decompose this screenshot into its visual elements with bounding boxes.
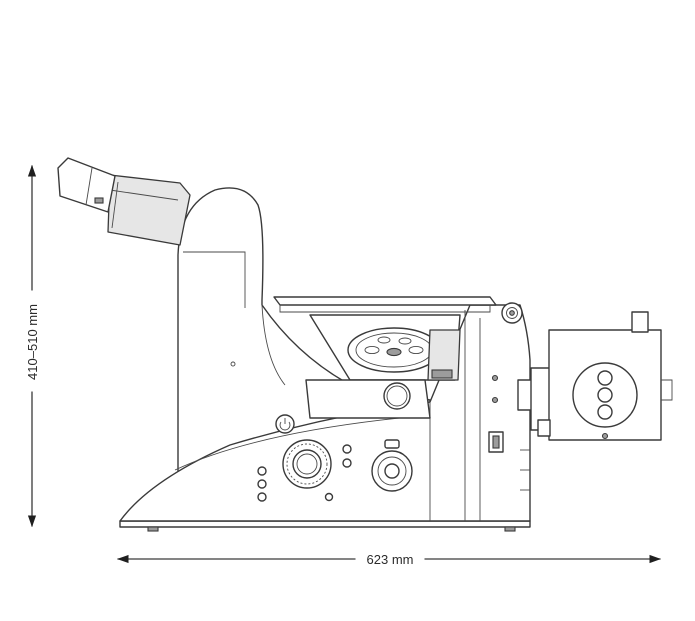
control-buttons [257, 444, 352, 502]
power-icon [275, 414, 295, 434]
lamp-housing [517, 311, 673, 441]
side-panel [488, 374, 530, 491]
width-label: 623 mm [367, 552, 414, 567]
microscope [57, 157, 673, 532]
focus-knob [282, 439, 332, 489]
filter-slider [305, 379, 431, 419]
eyepiece-assembly [57, 157, 191, 246]
base [119, 520, 531, 532]
fine-focus-knob [371, 439, 413, 492]
width-dimension: 623 mm [116, 552, 662, 567]
specimen-stage [273, 296, 497, 313]
stand-body [119, 304, 531, 522]
height-dimension: 410–510 mm [25, 164, 40, 528]
height-label: 410–510 mm [25, 304, 40, 380]
stage-knob [501, 302, 523, 324]
objective-turret [309, 314, 461, 381]
